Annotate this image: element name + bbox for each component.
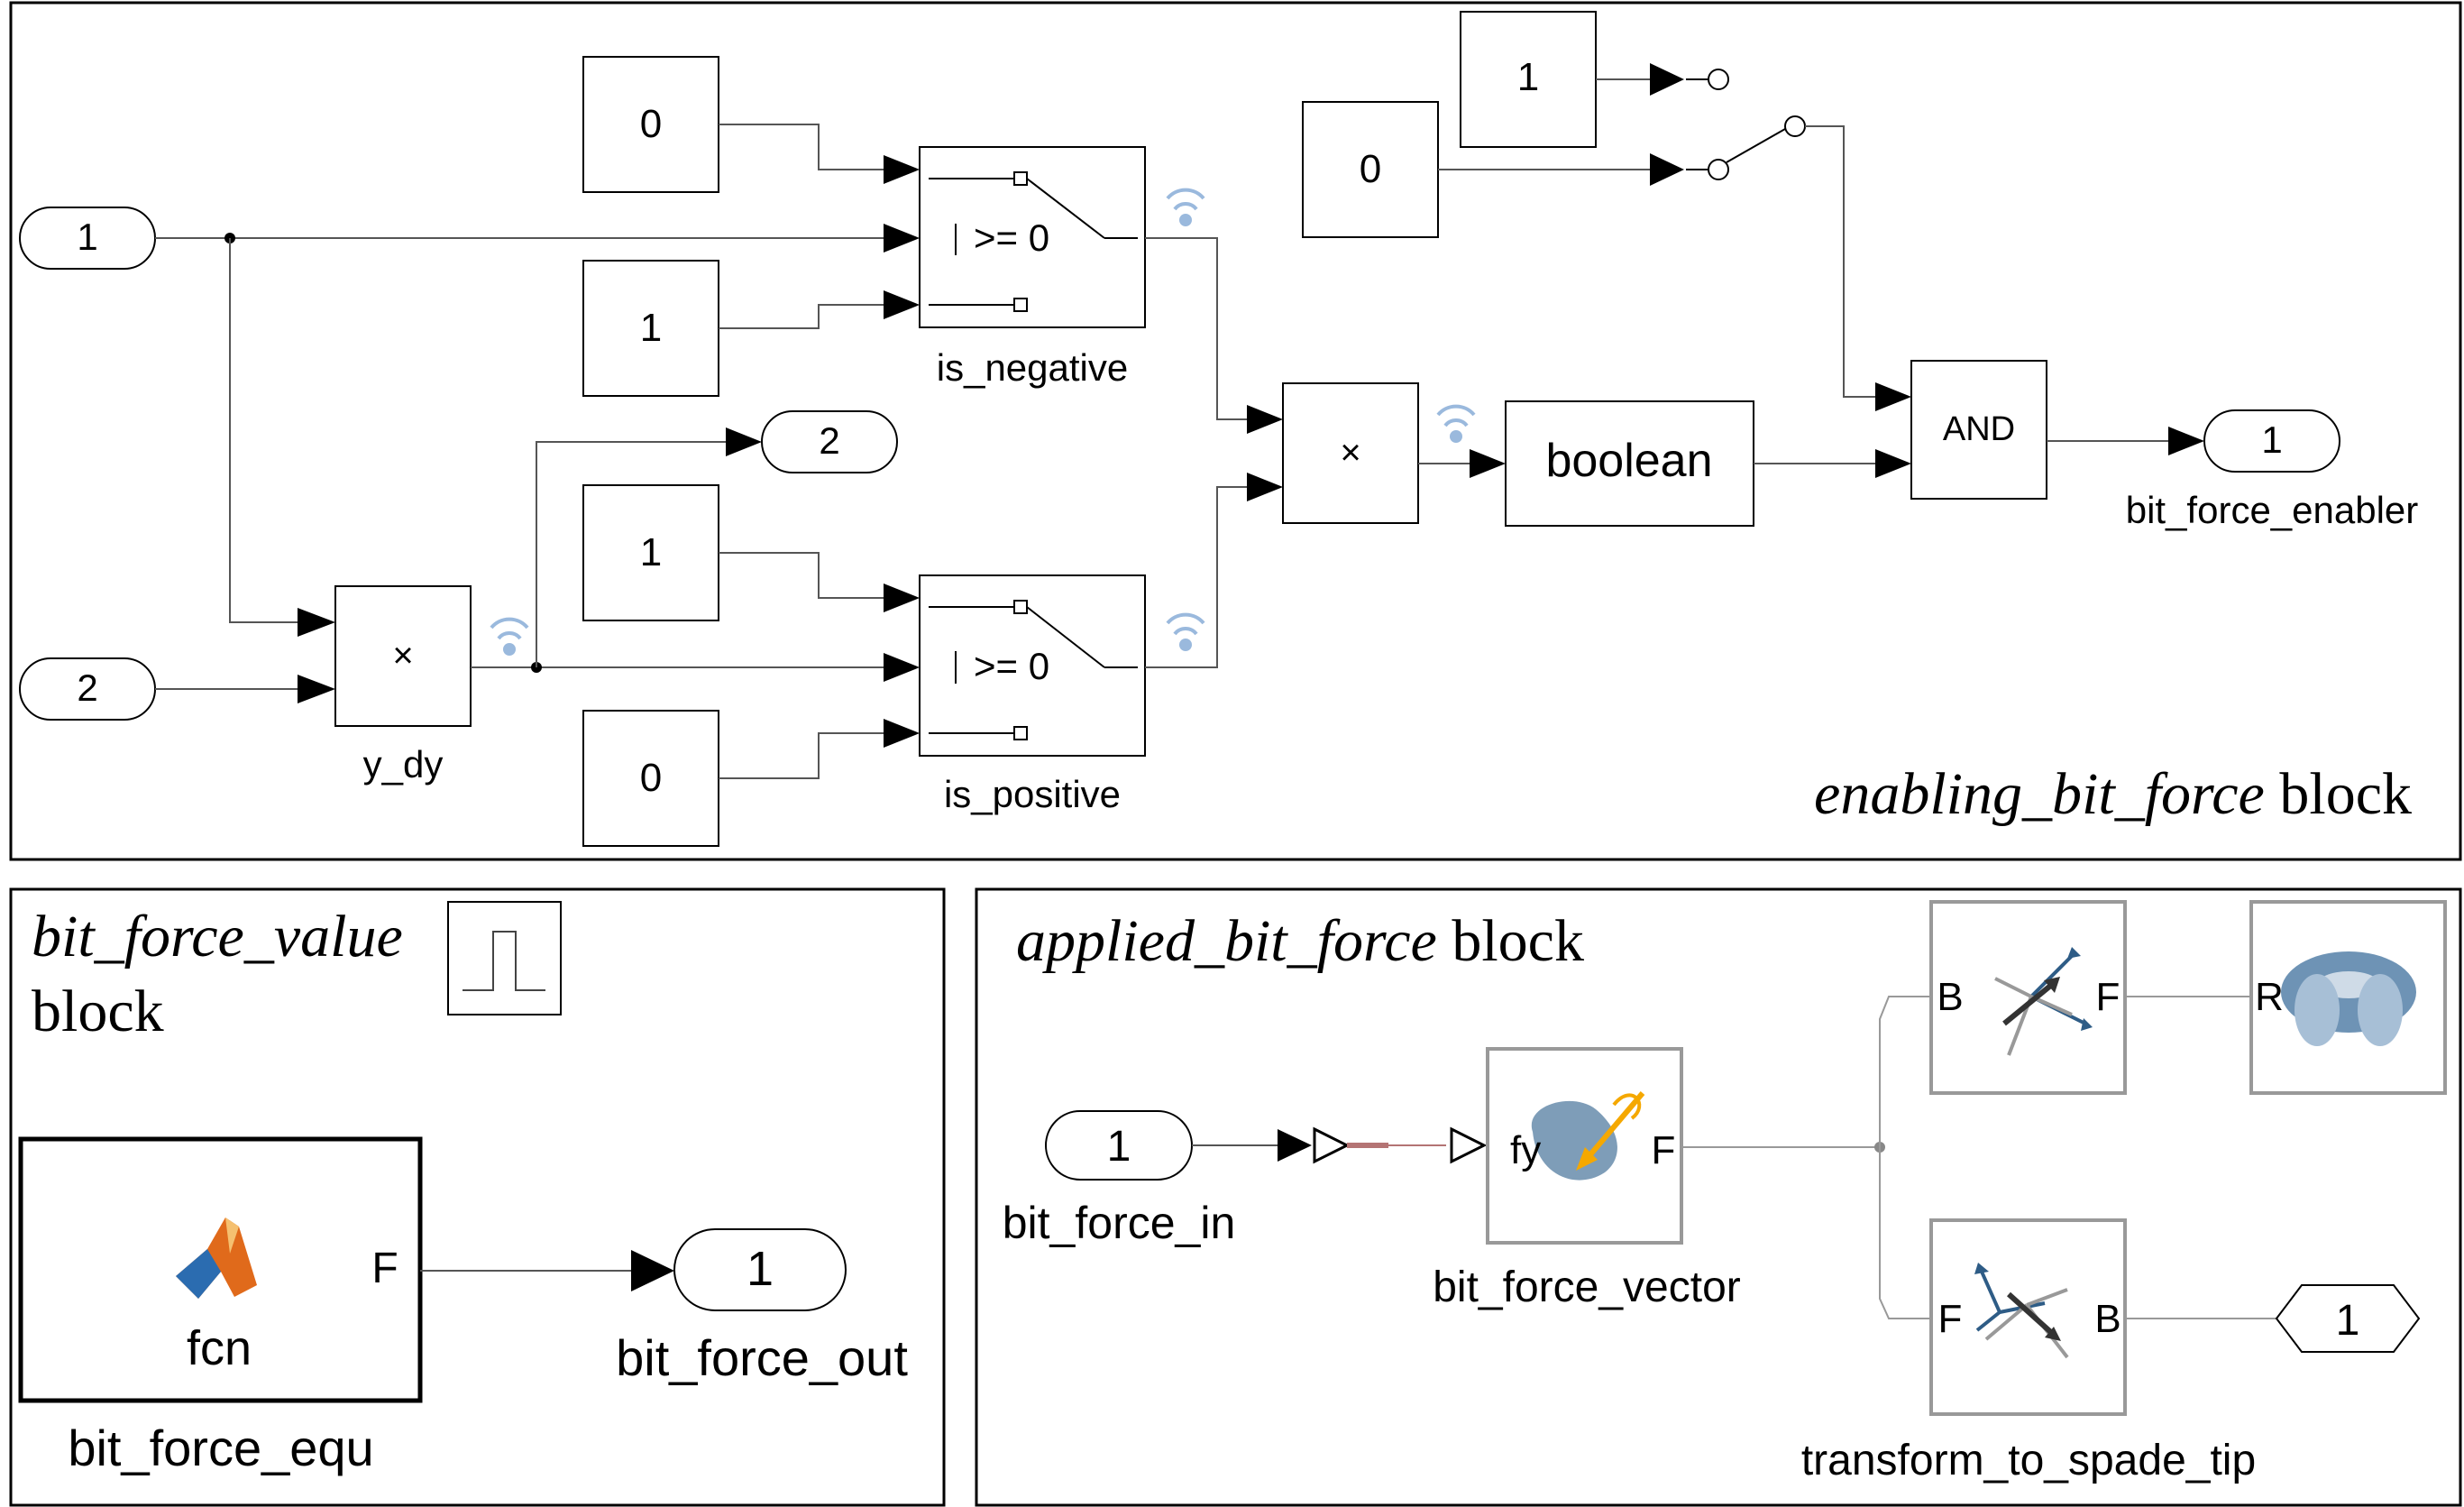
frame-axes-icon [1974,1263,2069,1359]
svg-text:×: × [392,636,413,675]
constant-block-0-right[interactable]: 0 [1302,101,1439,238]
svg-text:0: 0 [640,102,662,146]
switch-is-negative[interactable]: >= 0 [919,146,1146,328]
svg-text:F: F [1938,1297,1963,1341]
force-block-label: bit_force_vector [1433,1263,1741,1311]
inport-1[interactable]: 1 [19,207,156,270]
torus-icon [2281,951,2416,1046]
svg-text:1: 1 [2336,1297,2360,1345]
pulse-generator-icon[interactable] [447,901,562,1015]
bit-force-outport-label: bit_force_out [616,1329,908,1386]
svg-text:×: × [1340,433,1360,473]
outport-2[interactable]: 2 [761,410,898,473]
constant-block-1-bottom[interactable]: 1 [582,484,719,621]
product-block-y-dy[interactable]: × [334,585,472,727]
svg-text:1: 1 [77,216,97,258]
svg-text:>= 0: >= 0 [974,216,1049,259]
inport-arrow [1278,1129,1312,1162]
svg-text:1: 1 [2261,418,2282,461]
force-blob-icon [1531,1091,1645,1181]
svg-text:B: B [2094,1297,2121,1341]
solid-body-block[interactable]: R [2249,900,2447,1095]
enabling-bit-force-panel: 1 2 0 1 1 0 [9,1,2462,861]
manual-switch[interactable] [1650,63,1806,186]
svg-text:2: 2 [819,419,839,462]
svg-text:F: F [371,1245,398,1292]
external-force-block[interactable]: fy F [1486,1047,1683,1245]
top-panel-frame [9,1,2462,861]
constant-block-1-top[interactable]: 1 [582,260,719,397]
top-wires [155,78,2168,779]
bottom-left-title-plain: block [32,979,164,1044]
svg-text:0: 0 [1360,147,1381,191]
fcn-block-label: bit_force_equ [68,1420,373,1476]
matlab-logo-icon [176,1218,257,1299]
svg-text:R: R [2255,975,2284,1019]
svg-text:1: 1 [640,306,662,350]
signal-log-icon-3 [1166,612,1205,651]
wire-to-transform-1 [1879,996,1929,1147]
goto-tag-block[interactable]: 1 [2275,1284,2421,1353]
svg-text:F: F [1652,1128,1676,1172]
constant-block-1-right[interactable]: 1 [1460,11,1597,148]
applied-bit-force-panel: applied_bit_force block 1 bit_force_in f… [975,887,2462,1507]
bottom-left-title-italic: bit_force_value [32,904,403,969]
frame-axes-icon [1994,947,2093,1056]
top-panel-title: enabling_bit_force block [1814,761,2412,827]
bit-force-inport[interactable]: 1 [1045,1110,1193,1181]
ps-converter-arrow [1313,1126,1351,1164]
top-arrowheads [298,155,2204,748]
outport-1-label: bit_force_enabler [2126,489,2419,531]
switch-is-positive-label: is_positive [944,773,1121,815]
svg-text:1: 1 [747,1242,774,1296]
svg-text:boolean: boolean [1545,435,1712,487]
svg-text:fy: fy [1510,1128,1541,1172]
svg-text:B: B [1937,975,1963,1019]
and-logic-block[interactable]: AND [1910,360,2047,500]
boolean-conversion-block[interactable]: boolean [1505,400,1754,527]
svg-text:>= 0: >= 0 [974,645,1049,687]
transform-block-label: transform_to_spade_tip [1801,1437,2256,1484]
signal-log-icon-4 [1436,404,1476,443]
rigid-transform-block-1[interactable]: B F [1929,900,2127,1095]
switch-is-negative-label: is_negative [937,346,1128,389]
svg-text:0: 0 [640,756,662,800]
signal-log-icon-2 [490,617,529,656]
fcn-output-arrow [631,1250,674,1291]
svg-text:1: 1 [1517,55,1539,99]
rigid-transform-block-2[interactable]: F B [1929,1218,2127,1416]
switch-is-positive[interactable]: >= 0 [919,574,1146,757]
bottom-right-title: applied_bit_force block [1016,908,1584,974]
svg-text:fcn: fcn [187,1321,252,1375]
bit-force-value-panel: bit_force_value block fcn F bit_force_eq… [9,887,946,1507]
bottom-left-frame [9,887,946,1507]
product-label: y_dy [363,743,444,786]
svg-text:2: 2 [77,666,97,709]
multiply-block[interactable]: × [1282,382,1419,524]
svg-text:F: F [2096,975,2121,1019]
physical-signal-arrow [1450,1126,1488,1164]
bit-force-inport-label: bit_force_in [1003,1198,1236,1248]
inport-2[interactable]: 2 [19,657,156,721]
wire-to-transform-2 [1879,1147,1929,1319]
svg-text:AND: AND [1943,410,2015,448]
bottom-right-frame [975,887,2462,1507]
outport-1[interactable]: 1 [2203,409,2340,473]
constant-block-0-top[interactable]: 0 [582,56,719,193]
bit-force-outport[interactable]: 1 [673,1228,847,1311]
signal-log-icon-1 [1166,188,1205,226]
constant-block-0-bottom[interactable]: 0 [582,710,719,847]
svg-text:1: 1 [640,530,662,574]
svg-text:1: 1 [1107,1123,1131,1171]
matlab-function-block[interactable]: fcn F [18,1136,423,1403]
